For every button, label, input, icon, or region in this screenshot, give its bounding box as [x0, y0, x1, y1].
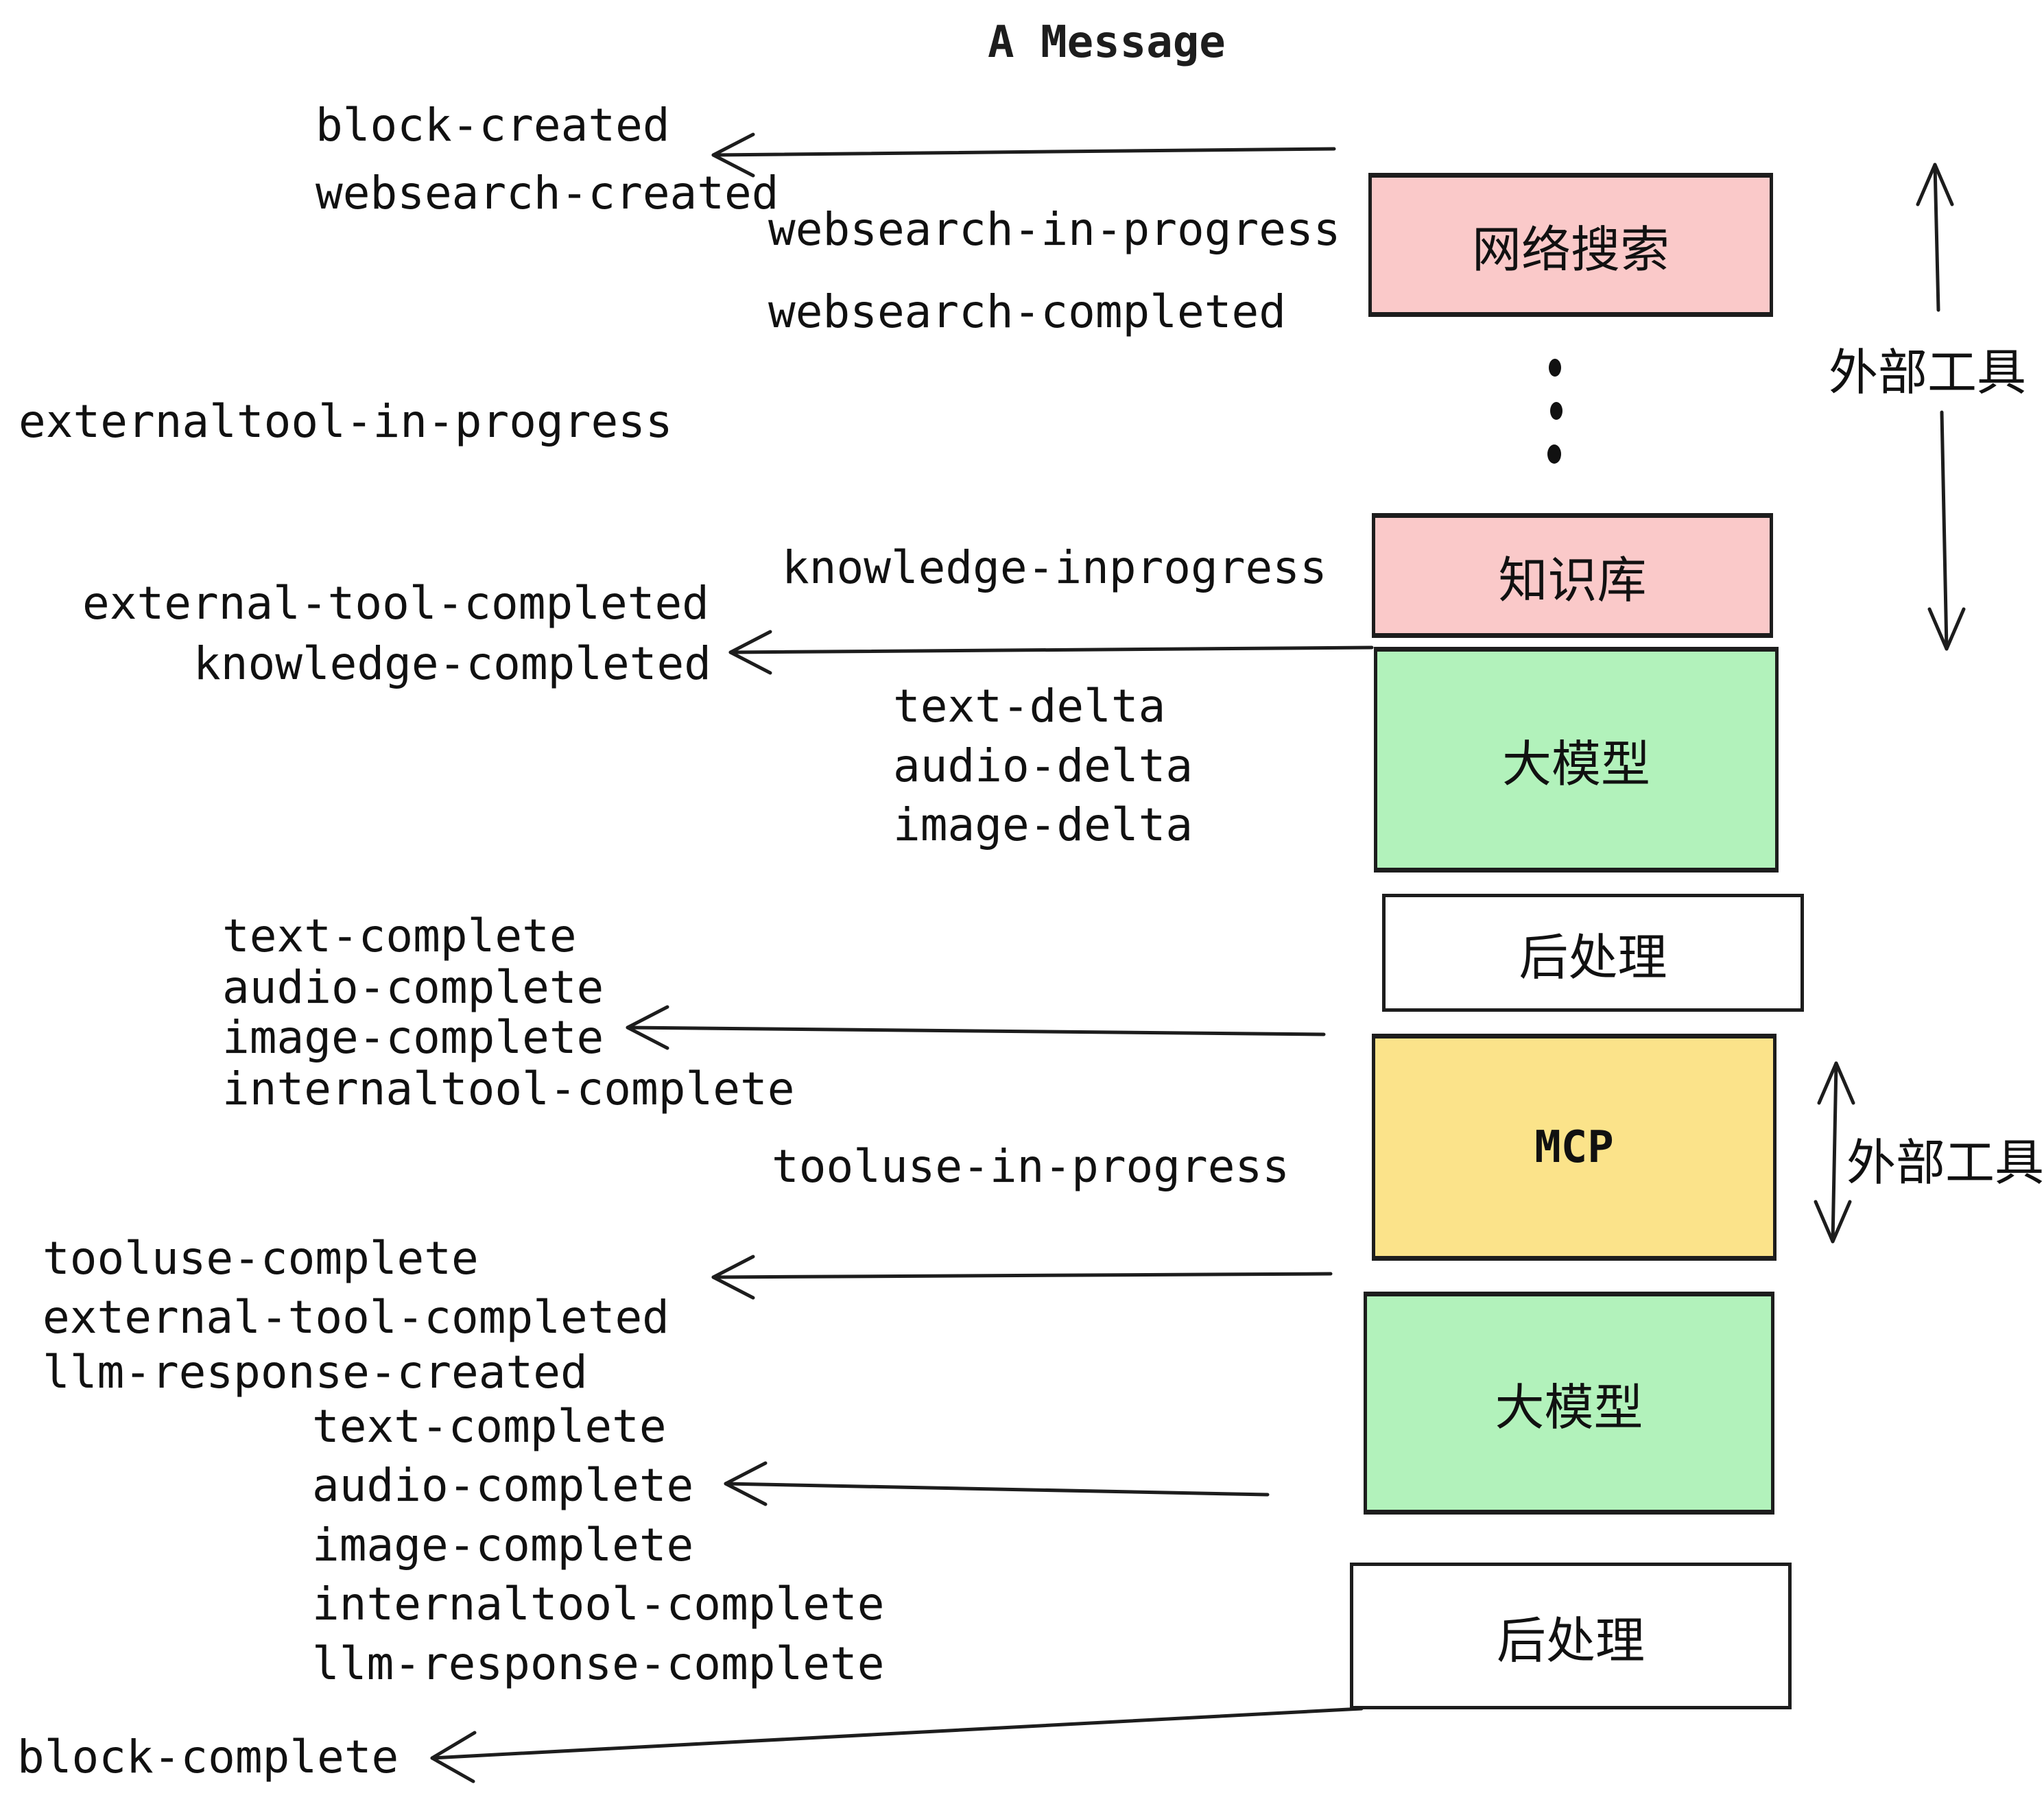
- arrow-to-block-created-icon: [711, 132, 1336, 178]
- event-external-tool-completed-2: external-tool-completed: [43, 1291, 669, 1344]
- external-tools-label-mid: 外部工具: [1846, 1134, 2044, 1191]
- external-tools-label-top: 外部工具: [1829, 344, 2027, 401]
- event-websearch-completed: websearch-completed: [768, 285, 1286, 338]
- event-audio-delta-1: audio-delta: [893, 739, 1193, 792]
- event-externaltool-in-progress: externaltool-in-progress: [19, 395, 673, 448]
- event-external-tool-completed-1: external-tool-completed: [82, 577, 709, 630]
- arrow-to-knowledge-completed-icon: [728, 630, 1374, 675]
- event-image-complete-1: image-complete: [222, 1011, 604, 1064]
- box-mcp-label: MCP: [1534, 1121, 1614, 1173]
- box-mcp: MCP: [1372, 1034, 1776, 1261]
- event-websearch-in-progress: websearch-in-progress: [768, 203, 1341, 256]
- arrow-to-image-complete-icon: [626, 1005, 1326, 1050]
- event-internaltool-complete-2: internaltool-complete: [312, 1578, 885, 1630]
- box-llm-2-label: 大模型: [1495, 1379, 1643, 1436]
- event-websearch-created: websearch-created: [316, 167, 779, 219]
- event-text-delta-1: text-delta: [893, 680, 1166, 733]
- event-block-created: block-created: [316, 99, 670, 152]
- box-llm-1: 大模型: [1374, 647, 1779, 873]
- box-postprocess-2: 后处理: [1350, 1563, 1792, 1709]
- arrow-to-audio-complete-icon: [724, 1461, 1270, 1506]
- arrow-to-tooluse-complete-icon: [711, 1255, 1333, 1300]
- box-websearch: 网络搜索: [1368, 173, 1773, 317]
- event-image-delta-1: image-delta: [893, 798, 1193, 851]
- event-llm-response-complete: llm-response-complete: [312, 1637, 885, 1690]
- event-text-complete-2: text-complete: [312, 1400, 667, 1453]
- event-llm-response-created: llm-response-created: [43, 1346, 588, 1399]
- box-postprocess-1: 后处理: [1382, 894, 1804, 1012]
- box-websearch-label: 网络搜索: [1471, 220, 1669, 278]
- external-tools-top-arrow-icon: [1916, 163, 1966, 651]
- box-knowledge-label: 知识库: [1498, 551, 1647, 609]
- event-tooluse-in-progress: tooluse-in-progress: [772, 1140, 1290, 1193]
- event-text-complete-1: text-complete: [222, 910, 577, 962]
- event-knowledge-completed: knowledge-completed: [193, 637, 711, 690]
- event-block-complete: block-complete: [17, 1731, 399, 1783]
- box-postprocess-1-label: 后处理: [1519, 928, 1667, 986]
- box-llm-1-label: 大模型: [1501, 735, 1650, 793]
- box-postprocess-2-label: 后处理: [1496, 1611, 1645, 1670]
- diagram-title: A Message: [988, 17, 1226, 68]
- event-audio-complete-1: audio-complete: [222, 961, 604, 1014]
- arrow-to-block-complete-icon: [430, 1707, 1364, 1783]
- event-tooluse-complete: tooluse-complete: [43, 1232, 479, 1285]
- box-llm-2: 大模型: [1364, 1292, 1774, 1515]
- event-audio-complete-2: audio-complete: [312, 1459, 694, 1512]
- event-internaltool-complete-1: internaltool-complete: [222, 1063, 795, 1115]
- event-image-complete-2: image-complete: [312, 1519, 694, 1571]
- box-knowledge: 知识库: [1372, 513, 1773, 638]
- event-knowledge-inprogress: knowledge-inprogress: [782, 541, 1327, 594]
- ellipsis-dots-icon: [1547, 359, 1562, 464]
